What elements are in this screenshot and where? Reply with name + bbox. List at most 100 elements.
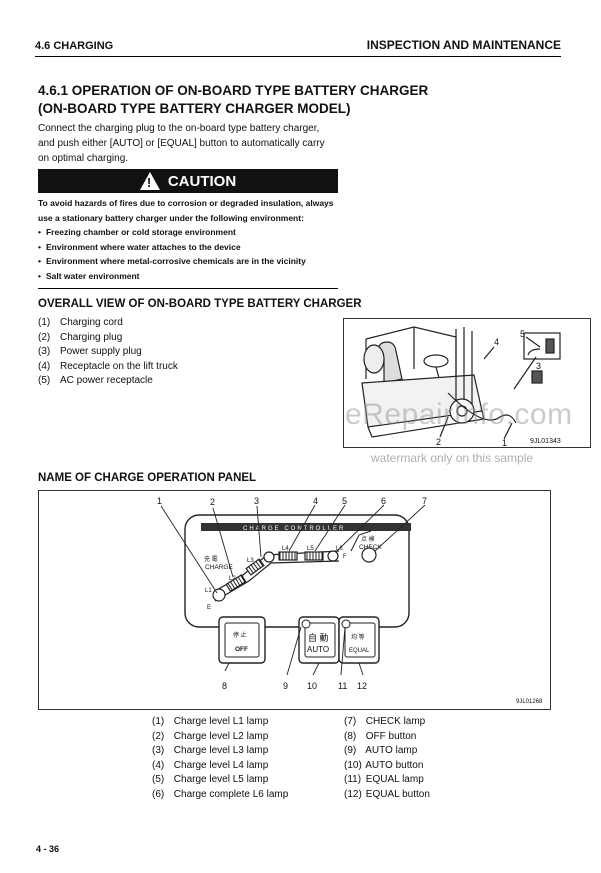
panel-figure-code: 9JL01268: [516, 699, 543, 705]
equal-lamp: [341, 619, 351, 629]
panel-heading: NAME OF CHARGE OPERATION PANEL: [38, 472, 257, 484]
off-button[interactable]: 停 止 OFF: [218, 616, 266, 664]
l3-label: L3: [247, 558, 254, 564]
title-line-2: (ON-BOARD TYPE BATTERY CHARGER MODEL): [38, 101, 351, 116]
callout-2: 2: [436, 437, 441, 447]
intro-line: and push either [AUTO] or [EQUAL] button…: [38, 138, 325, 149]
check-lamp: [361, 547, 377, 563]
callout-4: 4: [494, 337, 499, 347]
legend-item: (11) EQUAL lamp: [344, 774, 424, 786]
caution-item: Environment where metal-corrosive chemic…: [38, 254, 343, 269]
f-label: F: [343, 554, 347, 560]
charge-panel-figure: CHARGE CONTROLLER 充 電 CHARGE L2 L3 L4 L5…: [38, 490, 551, 710]
l3-end-lamp: [263, 551, 275, 563]
l5-label: L5: [307, 546, 314, 552]
callout-3: 3: [254, 496, 259, 506]
l2-label: L2: [229, 576, 236, 582]
caution-label: CAUTION: [167, 172, 237, 190]
overall-view-heading: OVERALL VIEW OF ON-BOARD TYPE BATTERY CH…: [38, 298, 362, 310]
l1-lamp: [212, 588, 226, 602]
l2-lamp: [225, 574, 247, 592]
check-label: CHECK: [359, 544, 382, 551]
list-item: (2)Charging plug: [38, 331, 123, 343]
legend-item: (9) AUTO lamp: [344, 745, 418, 757]
callout-7: 7: [422, 496, 427, 506]
callout-5: 5: [520, 329, 525, 339]
panel-title: CHARGE CONTROLLER: [243, 526, 345, 532]
legend-item: (12) EQUAL button: [344, 788, 430, 800]
legend-item: (3) Charge level L3 lamp: [152, 745, 269, 757]
svg-text:自 動: 自 動: [308, 632, 329, 643]
caution-text: To avoid hazards of fires due to corrosi…: [38, 196, 343, 283]
chapter-title: INSPECTION AND MAINTENANCE: [366, 38, 561, 52]
callout-6: 6: [381, 496, 386, 506]
lift-truck-illustration: 1 2 3 4 5 9JL01343: [361, 326, 561, 448]
e-label: E: [207, 605, 211, 611]
caution-item: Freezing chamber or cold storage environ…: [38, 225, 343, 240]
svg-text:停 止: 停 止: [233, 631, 247, 639]
callout-11: 11: [338, 681, 347, 691]
panel-legend-right: (7) CHECK lamp (8) OFF button (9) AUTO l…: [344, 715, 430, 803]
header-divider: [35, 56, 561, 57]
callout-3: 3: [536, 361, 541, 371]
panel-legend-left: (1) Charge level L1 lamp (2) Charge leve…: [152, 715, 288, 803]
section-label: 4.6 CHARGING: [35, 40, 114, 52]
l1-label: L1: [205, 588, 212, 594]
svg-text:AUTO: AUTO: [307, 645, 329, 654]
l3-lamp: [245, 558, 265, 576]
l6-lamp: [327, 550, 339, 562]
callout-10: 10: [307, 681, 317, 691]
l4-label: L4: [282, 546, 289, 552]
overall-parts-list: (1)Charging cord (2)Charging plug (3)Pow…: [38, 316, 178, 389]
svg-text:OFF: OFF: [235, 646, 248, 653]
svg-text:EQUAL: EQUAL: [349, 648, 370, 654]
list-item: (5)AC power receptacle: [38, 375, 153, 386]
legend-item: (1) Charge level L1 lamp: [152, 716, 269, 727]
auto-lamp: [301, 619, 311, 629]
caution-item: Environment where water attaches to the …: [38, 240, 343, 255]
caution-line: To avoid hazards of fires due to corrosi…: [38, 198, 334, 208]
charge-label: CHARGE: [205, 564, 233, 571]
watermark-subtext: watermark only on this sample: [371, 451, 534, 465]
intro-line: on optimal charging.: [38, 153, 129, 164]
svg-text:均 等: 均 等: [351, 633, 365, 641]
page-number: 4 - 36: [36, 844, 60, 854]
legend-item: (6) Charge complete L6 lamp: [152, 788, 289, 800]
equal-button[interactable]: 均 等 EQUAL: [338, 616, 380, 664]
legend-item: (10) AUTO button: [344, 759, 424, 771]
caution-divider: [38, 288, 338, 289]
caution-banner: ! CAUTION: [38, 169, 338, 193]
callout-9: 9: [283, 681, 288, 691]
callout-5: 5: [342, 496, 347, 506]
callout-12: 12: [357, 681, 367, 691]
legend-item: (5) Charge level L5 lamp: [152, 774, 269, 786]
legend-item: (4) Charge level L4 lamp: [152, 759, 269, 771]
intro-line: Connect the charging plug to the on-boar…: [38, 123, 320, 134]
charge-panel-diagram: CHARGE CONTROLLER 充 電 CHARGE L2 L3 L4 L5…: [157, 496, 543, 705]
check-kanji-label: 点 検: [361, 535, 375, 543]
legend-item: (2) Charge level L2 lamp: [152, 730, 269, 742]
auto-button[interactable]: 自 動 AUTO: [298, 616, 340, 664]
list-item: (1)Charging cord: [38, 317, 123, 328]
caution-item: Salt water environment: [38, 269, 343, 284]
lift-truck-figure: 1 2 3 4 5 9JL01343: [343, 318, 591, 448]
l4-lamp: [278, 551, 298, 561]
caution-list: Freezing chamber or cold storage environ…: [38, 225, 343, 283]
list-item: (4)Receptacle on the lift truck: [38, 360, 178, 372]
page-title: 4.6.1 OPERATION OF ON-BOARD TYPE BATTERY…: [38, 82, 428, 118]
callout-8: 8: [222, 681, 227, 691]
title-line-1: 4.6.1 OPERATION OF ON-BOARD TYPE BATTERY…: [38, 83, 429, 98]
callout-4: 4: [313, 496, 318, 506]
legend-item: (7) CHECK lamp: [344, 716, 426, 727]
legend-item: (8) OFF button: [344, 730, 417, 742]
caution-line: use a stationary battery charger under t…: [38, 212, 304, 223]
l5-lamp: [304, 551, 324, 561]
charge-kanji-label: 充 電: [204, 555, 218, 563]
intro-paragraph: Connect the charging plug to the on-boar…: [38, 121, 348, 166]
callout-1: 1: [502, 438, 507, 447]
list-item: (3)Power supply plug: [38, 346, 142, 357]
callout-2: 2: [210, 497, 215, 507]
watermark-text: eRepairInfo.com: [345, 398, 573, 431]
warning-triangle-icon: !: [139, 172, 160, 190]
figure-code: 9JL01343: [530, 438, 561, 445]
